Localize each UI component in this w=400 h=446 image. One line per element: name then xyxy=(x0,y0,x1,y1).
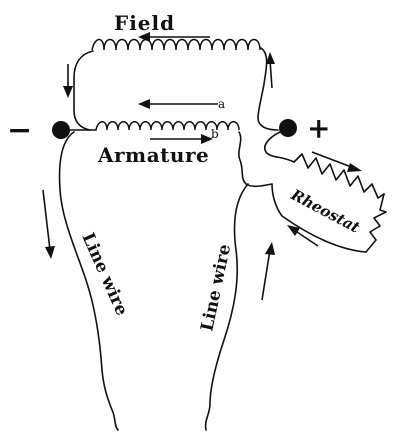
field-current-arrow xyxy=(138,32,210,42)
left-line-wire-label: Line wire xyxy=(77,230,131,319)
positive-terminal-label: + xyxy=(307,112,330,145)
point-b-label: b xyxy=(211,127,219,141)
armature-lower-arrow xyxy=(150,134,213,144)
rheostat-resistor xyxy=(271,153,387,253)
field-label: Field xyxy=(114,11,175,35)
rheostat-lower-arrow xyxy=(287,225,319,247)
negative-terminal-label: − xyxy=(7,113,32,148)
armature-label: Armature xyxy=(97,143,209,167)
negative-terminal xyxy=(52,121,70,139)
right-loop-arrow xyxy=(266,52,275,89)
armature-coil xyxy=(65,121,240,131)
armature-to-rheostat-wire xyxy=(238,131,273,188)
left-loop-arrow xyxy=(63,64,73,98)
left-loop-wire xyxy=(73,50,94,131)
rheostat-upper-arrow xyxy=(311,151,362,172)
terminal-to-rheostat-wire xyxy=(264,131,295,163)
right-line-wire-arrow xyxy=(261,242,275,301)
positive-terminal xyxy=(279,119,297,137)
point-a-label: a xyxy=(218,97,225,111)
armature-upper-arrow xyxy=(138,99,218,109)
left-line-wire xyxy=(58,131,119,431)
left-line-wire-arrow xyxy=(42,189,55,259)
right-line-wire xyxy=(204,183,249,431)
field-coil xyxy=(91,38,261,51)
